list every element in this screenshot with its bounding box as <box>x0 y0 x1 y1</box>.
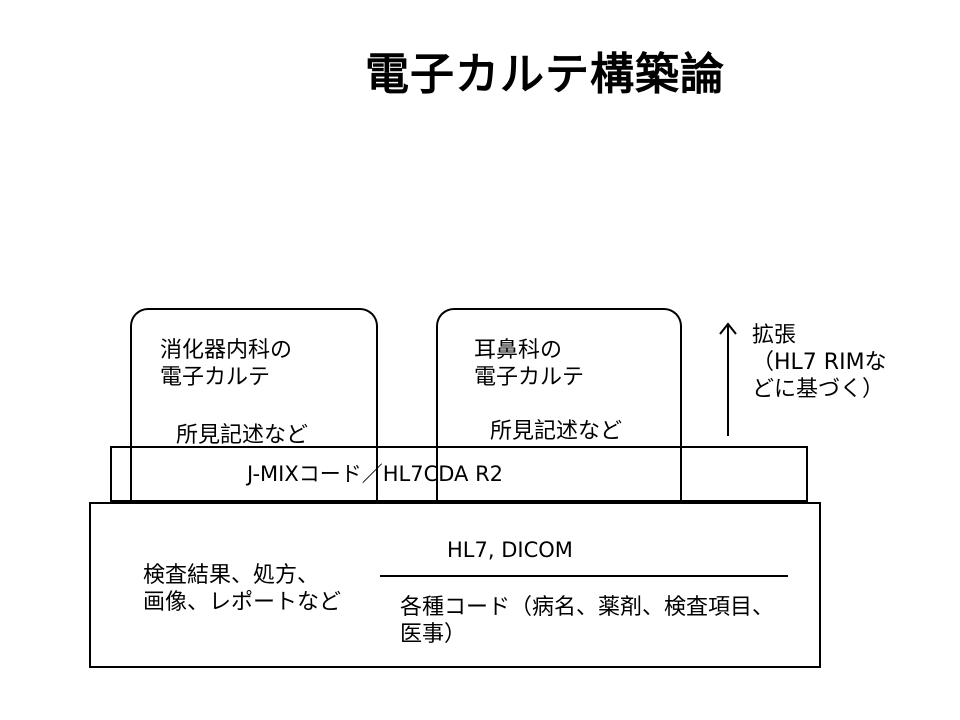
gi-record-findings: 所見記述など <box>176 423 309 448</box>
middle-layer-label: J-MIXコード／HL7CDA R2 <box>247 462 504 486</box>
codes-line1: 各種コード（病名、薬剤、検査項目、 <box>400 595 775 620</box>
extension-line2: （HL7 RIMな <box>752 350 887 375</box>
gi-record-title-line2: 電子カルテ <box>160 365 271 390</box>
standards-divider <box>380 575 788 577</box>
gi-record-title-line1: 消化器内科の <box>160 338 293 363</box>
base-layer-left-line2: 画像、レポートなど <box>143 590 342 615</box>
ent-record-title-line1: 耳鼻科の <box>474 338 563 363</box>
up-arrow-icon <box>719 322 737 436</box>
extension-line3: どに基づく） <box>752 377 885 402</box>
gi-record-box <box>130 308 378 506</box>
standards-label: HL7, DICOM <box>447 538 573 562</box>
codes-line2: 医事） <box>400 622 467 647</box>
base-layer-box <box>89 502 821 668</box>
page-title: 電子カルテ構築論 <box>365 49 725 100</box>
ent-record-title-line2: 電子カルテ <box>474 365 585 390</box>
ent-record-findings: 所見記述など <box>490 419 623 444</box>
ent-record-box <box>436 308 682 506</box>
extension-line1: 拡張 <box>752 323 797 348</box>
base-layer-left-line1: 検査結果、処方、 <box>143 563 320 588</box>
middle-layer-box <box>110 446 808 502</box>
